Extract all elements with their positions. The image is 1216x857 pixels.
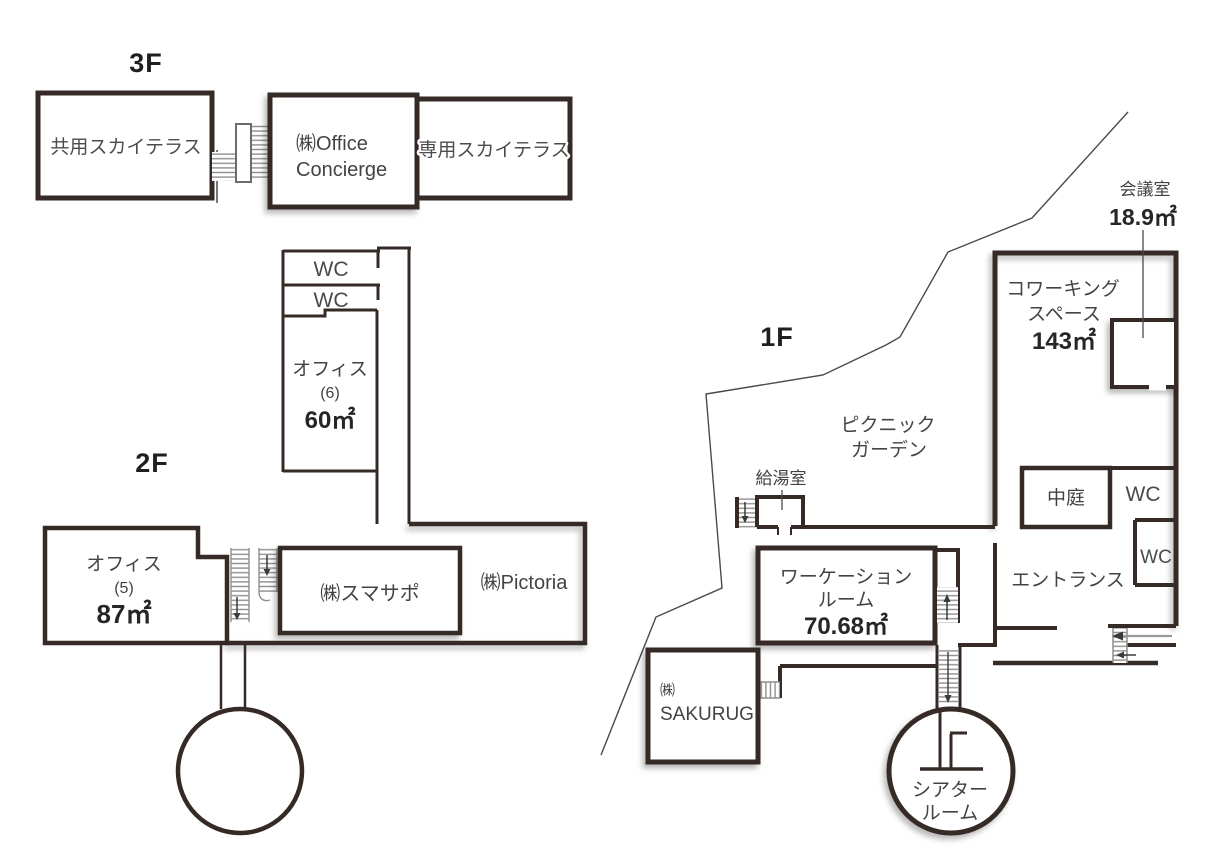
label-office5-unit: (5)	[114, 580, 134, 597]
floor-3f: 3F 共用スカイテラス ㈱Office Concierge 専用スカイテラス	[35, 48, 573, 210]
floor-label-1f: 1F	[760, 322, 794, 352]
label-picnic-1: ピクニック	[840, 414, 935, 436]
label-1f-wc-lower: WC	[1140, 547, 1172, 568]
room-meeting	[1110, 318, 1178, 389]
room-workation	[755, 545, 938, 646]
label-workation-2: ルーム	[818, 590, 874, 611]
room-coworking-walls	[992, 250, 1179, 626]
label-coworking-area: 143㎡	[1032, 327, 1096, 355]
stair-3f-lower-flight	[212, 152, 237, 181]
label-sakurug-2: SAKURUG	[660, 704, 754, 725]
floor-label-3f: 3F	[129, 48, 163, 78]
label-shared-sky-terrace: 共用スカイテラス	[50, 136, 201, 158]
stair-2f-central	[230, 548, 278, 622]
floor-1f: 1F コワーキング スペース 143㎡ 会議室 18.9㎡ ピクニック ガーデン…	[600, 111, 1179, 836]
label-office-concierge-2: Concierge	[296, 159, 387, 181]
label-2f-wc-upper: WC	[314, 258, 349, 281]
stair-2f-down-arrow-2	[263, 569, 271, 576]
label-theater-2: ルーム	[922, 803, 978, 824]
label-theater-1: シアター	[912, 779, 988, 801]
room-shared-sky-terrace	[35, 90, 215, 201]
label-workation-1: ワーケーション	[780, 567, 913, 588]
label-1f-wc-upper: WC	[1126, 483, 1161, 506]
stair-1f-kitchenette	[735, 497, 757, 528]
label-coworking-1: コワーキング	[1006, 278, 1119, 300]
label-kitchenette: 給湯室	[756, 469, 807, 488]
room-office-concierge	[267, 92, 420, 210]
label-office6-area: 60㎡	[305, 406, 356, 434]
label-office5-name: オフィス	[86, 554, 162, 575]
circle-room-2f	[175, 706, 305, 836]
floor-2f-lower: 2F オフィス (5) 87㎡ ㈱スマサポ ㈱Pictoria	[42, 448, 588, 836]
stair-3f-upper-flight	[251, 124, 270, 178]
stair-sakurug	[758, 681, 780, 699]
floor-label-2f: 2F	[135, 448, 169, 478]
stair-workation-up-arrow	[943, 594, 951, 602]
stair-kitchenette-down-arrow	[741, 516, 749, 523]
room-courtyard	[1019, 465, 1113, 530]
stair-2f-down-arrow	[233, 613, 241, 620]
label-2f-wc-lower: WC	[314, 289, 349, 312]
stair-theater	[935, 645, 962, 713]
label-office5-area: 87㎡	[97, 599, 152, 629]
site-boundary-line	[600, 111, 1129, 756]
label-office6-name: オフィス	[292, 359, 368, 380]
label-sumasapo: ㈱スマサポ	[320, 582, 419, 605]
room-pictoria-walls	[227, 521, 588, 646]
label-courtyard: 中庭	[1047, 487, 1085, 509]
stair-3f-landing	[235, 123, 252, 183]
entrance-arrow-small	[1116, 651, 1136, 659]
room-theater: シアター ルーム	[886, 706, 1016, 836]
room-office6: オフィス (6) 60㎡	[292, 359, 368, 434]
label-picnic-2: ガーデン	[851, 439, 927, 461]
label-pictoria: ㈱Pictoria	[481, 571, 569, 594]
room-office5	[42, 525, 230, 646]
label-coworking-2: スペース	[1027, 304, 1101, 325]
label-office-concierge-1: ㈱Office	[296, 132, 368, 155]
room-kitchenette	[755, 495, 805, 527]
label-meeting-name: 会議室	[1120, 180, 1171, 199]
room-sakurug	[645, 647, 761, 765]
stair-theater-down-arrow	[944, 695, 952, 703]
label-entrance: エントランス	[1011, 570, 1125, 591]
room-private-sky-terrace	[414, 96, 573, 201]
label-office6-unit: (6)	[320, 385, 340, 402]
stair-1f-workation	[935, 548, 960, 623]
walls-2f-upper	[281, 246, 411, 524]
label-private-sky-terrace: 専用スカイテラス	[418, 139, 569, 161]
room-sumasapo	[277, 545, 463, 636]
label-workation-area: 70.68㎡	[804, 612, 888, 640]
room-wc-lower-walls	[1133, 518, 1176, 587]
entrance-arrow	[1112, 631, 1172, 641]
stair-3f-connector	[212, 123, 270, 203]
label-meeting-area: 18.9㎡	[1109, 204, 1177, 230]
floor-2f-upper: WC WC オフィス (6) 60㎡	[281, 246, 411, 524]
label-sakurug-1: ㈱	[660, 682, 675, 699]
